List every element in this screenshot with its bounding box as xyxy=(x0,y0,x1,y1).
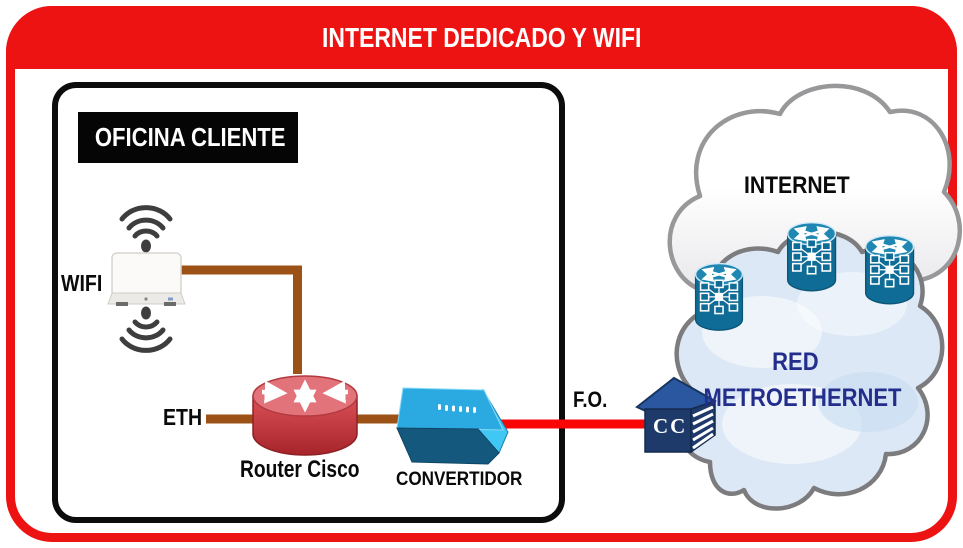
office-label-text: OFICINA CLIENTE xyxy=(94,122,286,152)
wifi-label: WIFI xyxy=(61,270,103,296)
page-title: INTERNET DEDICADO Y WIFI xyxy=(321,22,642,53)
fiber-optic-label: F.O. xyxy=(573,387,608,412)
converter-label: CONVERTIDOR xyxy=(396,469,523,490)
wifi-signal-top-icon xyxy=(119,205,173,253)
converter-icon xyxy=(396,387,509,465)
eth-label: ETH xyxy=(163,404,203,430)
switch-icon-left xyxy=(696,264,743,331)
title-bar: INTERNET DEDICADO Y WIFI xyxy=(6,6,957,69)
office-label: OFICINA CLIENTE xyxy=(78,112,298,163)
metro-label-line2: METROETHERNET xyxy=(703,384,902,412)
office-boundary-box xyxy=(52,82,565,523)
cc-building-label: CC xyxy=(653,414,688,438)
wifi-access-point-icon xyxy=(107,252,186,306)
internet-cloud-label: INTERNET xyxy=(744,172,850,199)
wifi-to-router-line xyxy=(181,265,302,374)
switch-icon-right xyxy=(866,236,914,304)
cisco-router-icon xyxy=(252,375,358,456)
metro-label-line1: RED xyxy=(771,348,819,376)
wifi-signal-bottom-icon xyxy=(119,306,173,353)
metroethernet-cloud-label: RED METROETHERNET xyxy=(690,344,902,416)
router-label: Router Cisco xyxy=(240,456,360,483)
cc-building-icon xyxy=(635,376,717,454)
switch-icon-middle xyxy=(788,223,836,291)
